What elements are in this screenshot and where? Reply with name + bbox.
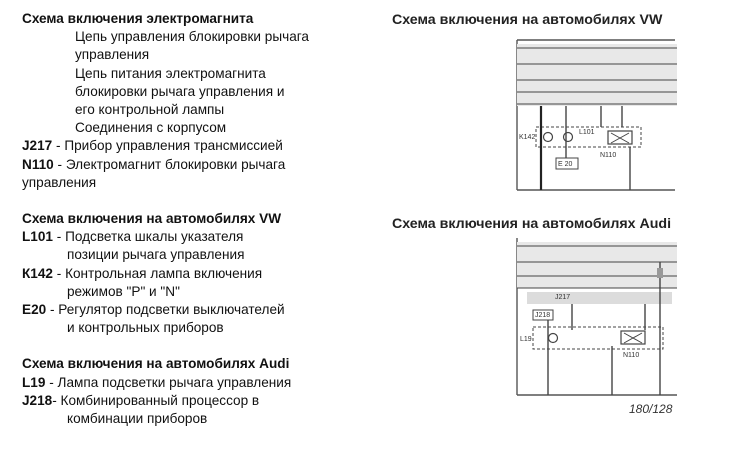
label-n110: N110 [600,152,616,159]
label-k142: K142 [519,134,535,141]
circuit-line: Цепь управления блокировки рычага [75,29,309,45]
vw-diagram-title: Схема включения на автомобилях VW [392,12,663,28]
legend-text: Схема включения электромагнита Цепь упра… [22,10,367,428]
circuit-line: его контрольной лампы [75,102,225,118]
label-l101: L101 [579,129,595,136]
item-code: J218 [22,392,53,408]
vw-wiring-diagram [516,39,677,191]
item-text: - Контрольная лампа включения [52,265,263,281]
item-code: L101 [22,229,53,245]
legend-title: Схема включения электромагнита [22,11,254,26]
legend-item-e20: E20 - Регулятор подсветки выключателей [22,301,367,319]
audi-diagram-title: Схема включения на автомобилях Audi [392,216,672,232]
label-e20: E 20 [558,161,573,168]
legend-item-l19: L19 - Лампа подсветки рычага управления [22,374,367,392]
item-code: E20 [22,302,47,318]
legend-item-k142: К142 - Контрольная лампа включения [22,265,367,283]
audi-wiring-diagram [516,238,677,396]
item-code: К142 [22,265,53,281]
label-j218: J218 [535,312,550,319]
item-code: N110 [22,156,54,172]
item-code: J217 [22,138,53,154]
figure-number: 180/128 [629,402,673,416]
item-continuation: позиции рычага управления [67,247,245,263]
circuit-line: блокировки рычага управления и [75,83,285,99]
circuit-line: управления [75,47,150,63]
label-n110-audi: N110 [623,352,639,359]
circuit-line: Соединения с корпусом [75,120,227,136]
legend-item-j218: J218- Комбинированный процессор в [22,392,367,410]
item-continuation: комбинации приборов [67,411,208,427]
legend-item-l101: L101 - Подсветка шкалы указателя [22,228,367,246]
legend-item-j217: J217 - Прибор управления трансмиссией [22,137,367,155]
item-text: - Комбинированный процессор в [52,392,260,408]
item-text: - Подсветка шкалы указателя [52,229,244,245]
audi-heading: Схема включения на автомобилях Audi [22,356,290,372]
label-j217: J217 [555,294,570,301]
item-text: - Прибор управления трансмиссией [52,138,283,154]
vw-heading: Схема включения на автомобилях VW [22,211,282,227]
item-code: L19 [22,374,46,390]
item-text: - Лампа подсветки рычага управления [45,374,292,390]
item-continuation: режимов "P" и "N" [67,283,180,299]
label-l19: L19 [520,336,532,343]
item-continuation: и контрольных приборов [67,320,224,336]
item-text: - Электромагнит блокировки рычага [53,156,286,172]
circuit-line: Цепь питания электромагнита [75,65,266,81]
legend-item-n110: N110 - Электромагнит блокировки рычага [22,156,367,174]
item-continuation: управления [22,174,97,190]
item-text: - Регулятор подсветки выключателей [46,302,285,318]
